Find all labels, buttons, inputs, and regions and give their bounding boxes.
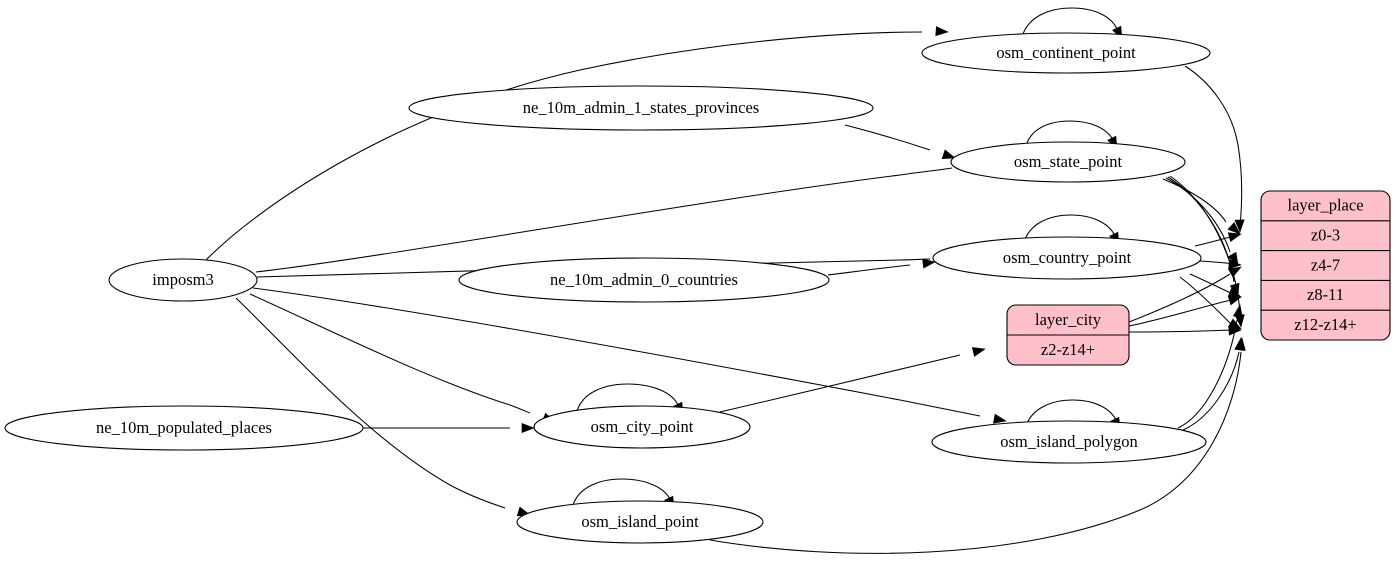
edge-line — [1023, 214, 1117, 243]
node-label: ne_10m_populated_places — [96, 418, 272, 437]
edge-line — [1184, 65, 1243, 227]
edge-line — [1025, 399, 1118, 427]
node-label: osm_island_polygon — [1000, 432, 1138, 451]
record-row-label[interactable]: z0-3 — [1311, 225, 1340, 244]
record-background — [1260, 190, 1391, 341]
edge-line — [255, 167, 953, 273]
edge-ne_10m_admin_0_countries-to-osm_country_point — [827, 258, 936, 276]
arrowhead-icon — [1228, 259, 1242, 270]
node-osm_island_point[interactable]: osm_island_point — [516, 500, 764, 544]
record-layer_city[interactable]: layer_city z2-z14+ — [1006, 304, 1130, 366]
edge-osm_state_point-to-layer_place_z0_3 — [1162, 178, 1241, 235]
edge-line — [1025, 120, 1115, 147]
edge-imposm3-to-osm_continent_point — [204, 26, 949, 262]
edge-line — [1194, 235, 1235, 247]
edge-line — [235, 297, 506, 509]
record-row-label[interactable]: z12-z14+ — [1294, 315, 1356, 334]
node-label: ne_10m_admin_1_states_provinces — [523, 98, 759, 117]
node-label: osm_state_point — [1014, 152, 1123, 171]
arrowhead-icon — [1227, 222, 1241, 235]
arrowhead-icon — [1234, 219, 1245, 233]
node-label: osm_country_point — [1003, 248, 1132, 267]
node-osm_city_point[interactable]: osm_city_point — [533, 405, 751, 449]
arrowhead-icon — [521, 422, 535, 434]
record-row-label[interactable]: z2-z14+ — [1041, 340, 1095, 359]
node-osm_continent_point[interactable]: osm_continent_point — [921, 32, 1211, 74]
record-title: layer_place — [1287, 196, 1363, 215]
edge-ne_10m_admin_1_states_provinces-to-osm_state_point — [844, 124, 956, 159]
edge-line — [204, 31, 923, 262]
edge-line — [1179, 276, 1233, 326]
arrowhead-icon — [935, 26, 949, 37]
record-row-label[interactable]: z4-7 — [1311, 255, 1340, 274]
node-shape — [108, 258, 258, 302]
node-osm_island_polygon[interactable]: osm_island_polygon — [931, 420, 1207, 464]
edge-line — [827, 264, 911, 276]
edge-layer_city-to-layer_place_z12_z14 — [1128, 325, 1242, 336]
node-label: imposm3 — [152, 270, 213, 289]
edge-line — [572, 478, 672, 506]
node-shape — [458, 257, 830, 303]
arrowhead-icon — [1235, 337, 1246, 351]
edge-imposm3-to-osm_city_point — [249, 293, 556, 423]
node-osm_state_point[interactable]: osm_state_point — [950, 141, 1186, 183]
node-shape — [932, 236, 1202, 280]
node-shape — [516, 500, 764, 544]
edge-osm_continent_point-to-layer_place_z0_3 — [1184, 65, 1245, 233]
node-osm_country_point[interactable]: osm_country_point — [932, 236, 1202, 280]
edge-ne_10m_populated_places-to-osm_city_point — [363, 422, 535, 434]
arrowhead-icon — [941, 149, 956, 159]
edge-osm_island_polygon-to-layer_place_z8_11 — [1177, 304, 1243, 429]
node-ne_10m_populated_places[interactable]: ne_10m_populated_places — [4, 405, 364, 451]
edge-line — [844, 124, 931, 151]
edge-line — [719, 354, 961, 413]
node-label: osm_city_point — [591, 417, 694, 436]
edge-imposm3-to-osm_state_point — [255, 161, 979, 273]
edge-line — [1182, 351, 1240, 431]
arrowhead-icon — [971, 347, 986, 357]
edge-osm_country_point-to-layer_place_z0_3 — [1194, 232, 1242, 247]
node-label: osm_island_point — [581, 512, 699, 531]
arrowhead-icon — [1232, 304, 1243, 318]
node-shape — [931, 420, 1207, 464]
node-shape — [4, 405, 364, 451]
edge-line — [1165, 177, 1231, 253]
edge-line — [709, 351, 1242, 554]
record-title: layer_city — [1035, 310, 1102, 329]
edge-layer_city-to-layer_place_z4_7 — [1128, 266, 1242, 323]
edge-line — [1128, 299, 1232, 327]
node-label: ne_10m_admin_0_countries — [550, 270, 738, 289]
edge-osm_city_point-to-layer_city — [719, 347, 986, 413]
edge-line — [1128, 273, 1231, 323]
node-shape — [950, 141, 1186, 183]
node-ne_10m_admin_1_states_provinces[interactable]: ne_10m_admin_1_states_provinces — [408, 85, 874, 131]
edge-imposm3-to-osm_island_point — [235, 297, 531, 517]
edge-layer_city-to-layer_place_z8_11 — [1128, 295, 1242, 327]
edge-imposm3-to-osm_island_polygon — [252, 287, 1007, 424]
node-shape — [921, 32, 1211, 74]
records-layer: layer_place z0-3 z4-7 z8-11 z12-z14+ layer_ci… — [1006, 190, 1391, 366]
edge-line — [1021, 7, 1119, 38]
record-row-label[interactable]: z8-11 — [1307, 285, 1344, 304]
edge-line — [1128, 329, 1233, 333]
node-shape — [408, 85, 874, 131]
nodes-layer: imposm3 ne_10m_admin_1_states_provincesne… — [4, 32, 1211, 544]
node-ne_10m_admin_0_countries[interactable]: ne_10m_admin_0_countries — [458, 257, 830, 303]
edge-line — [1162, 178, 1227, 223]
arrowhead-icon — [992, 413, 1007, 424]
edge-line — [252, 287, 981, 417]
edge-osm_country_point-to-layer_place_z4_7 — [1199, 259, 1242, 270]
edge-osm_island_point-to-layer_place_z12_z14 — [709, 337, 1246, 554]
node-imposm3[interactable]: imposm3 — [108, 258, 258, 302]
arrowhead-icon — [1227, 232, 1242, 243]
arrowhead-icon — [1227, 266, 1242, 278]
node-label: osm_continent_point — [996, 43, 1136, 62]
record-layer_place[interactable]: layer_place z0-3 z4-7 z8-11 z12-z14+ — [1260, 190, 1391, 341]
node-shape — [533, 405, 751, 449]
edge-line — [1177, 319, 1238, 429]
edge-line — [249, 293, 531, 414]
arrowhead-icon — [1227, 295, 1242, 306]
edge-line — [576, 383, 680, 412]
arrowhead-icon — [922, 258, 936, 269]
